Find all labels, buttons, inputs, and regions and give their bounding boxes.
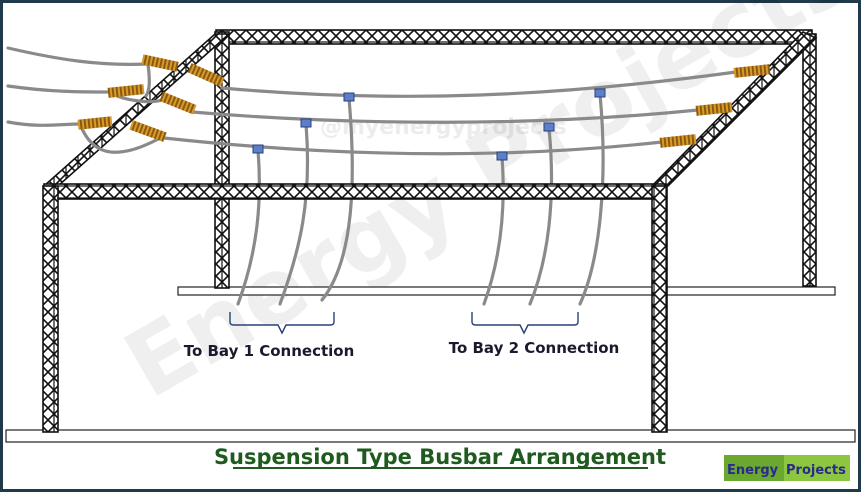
back-left-column <box>214 31 230 289</box>
bus-conductor-1 <box>220 70 738 98</box>
clamp-bay1-2 <box>300 118 312 128</box>
clamp-bay1-1 <box>252 144 264 154</box>
bay2-dropper-3 <box>578 92 605 306</box>
clamp-bay2-3 <box>594 88 606 98</box>
insulator-in-3 <box>77 116 113 130</box>
clamp-bay1-3 <box>343 92 355 102</box>
clamp-bay2-2 <box>543 122 555 132</box>
logo-left-panel <box>724 455 784 481</box>
insulator-in-1 <box>141 54 179 72</box>
insulator-right-1 <box>733 64 771 78</box>
incoming-line-3 <box>6 120 82 127</box>
bay1-brace <box>229 312 335 335</box>
watermark-handle: @myenergyprojects <box>320 115 567 140</box>
bay1-dropper-2 <box>278 122 310 306</box>
insulator-in-2 <box>107 84 145 98</box>
insulator-right-3 <box>659 134 697 148</box>
bay1-label: To Bay 1 Connection <box>184 342 355 360</box>
front-right-column <box>651 185 668 433</box>
jumper-1 <box>144 62 151 98</box>
back-right-column <box>802 33 817 287</box>
front-left-column <box>42 185 59 433</box>
jumper-3 <box>78 122 162 154</box>
logo-word-projects: Projects <box>786 463 846 478</box>
conductor-group <box>6 46 738 306</box>
busbar-platform <box>177 286 836 296</box>
bay2-label: To Bay 2 Connection <box>449 339 620 357</box>
clamp-group <box>252 88 606 161</box>
ground-line <box>5 429 856 443</box>
back-beam <box>215 29 813 45</box>
logo-word-energy: Energy <box>727 463 779 478</box>
logo: Energy Projects <box>724 455 850 481</box>
bus-conductor-3 <box>162 136 664 156</box>
incoming-line-1 <box>6 46 150 66</box>
insulator-group <box>77 54 771 148</box>
bay1-dropper-1 <box>236 148 261 306</box>
insulator-right-2 <box>695 102 733 116</box>
bay2-dropper-2 <box>528 126 554 306</box>
bus-conductor-2 <box>190 108 700 124</box>
front-beam <box>43 183 667 200</box>
bay2-dropper-1 <box>482 154 505 306</box>
bay1-dropper-3 <box>320 96 354 302</box>
insulator-bus-2 <box>159 91 197 115</box>
incoming-line-2 <box>6 84 112 94</box>
insulator-bus-1 <box>187 63 225 87</box>
bay2-brace <box>471 312 579 335</box>
insulator-bus-3 <box>129 120 167 142</box>
diagram-title: Suspension Type Busbar Arrangement <box>214 445 666 469</box>
clamp-bay2-1 <box>496 151 508 161</box>
